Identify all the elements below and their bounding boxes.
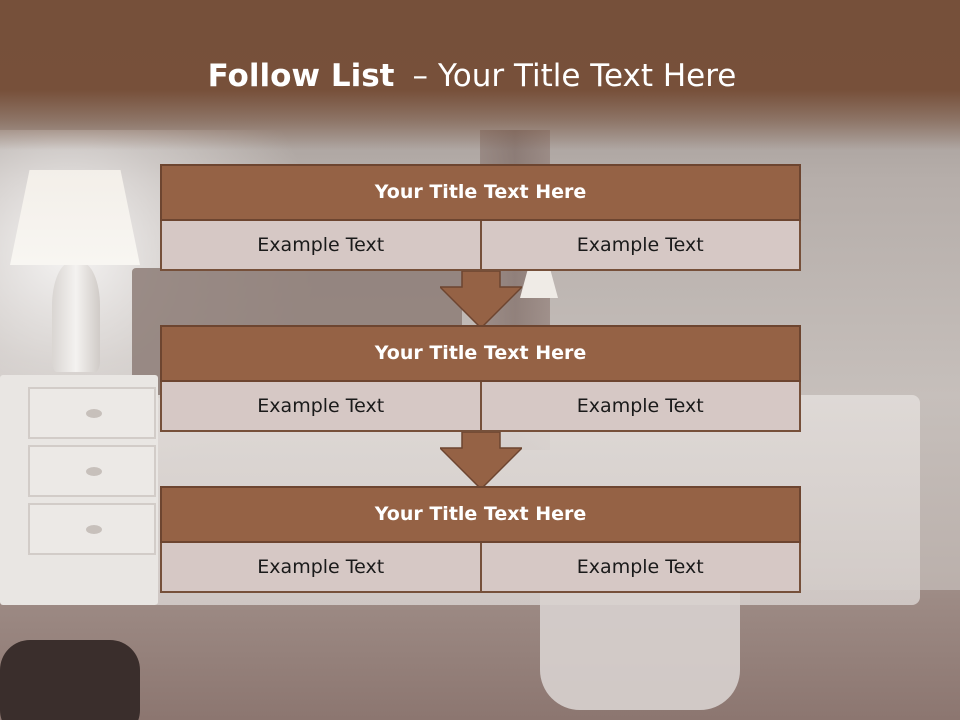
down-arrow-icon <box>440 432 522 490</box>
slide-title: Follow List–Your Title Text Here <box>0 56 944 96</box>
down-arrow-icon <box>440 271 522 329</box>
drawer <box>28 503 156 555</box>
header-band <box>0 0 960 150</box>
block-cell-right: Example Text <box>481 221 801 271</box>
block-cell-left: Example Text <box>160 382 482 432</box>
block-row: Example Text Example Text <box>160 221 801 271</box>
leather-pouf <box>0 640 140 720</box>
block-title: Your Title Text Here <box>160 164 801 221</box>
floor <box>0 590 960 720</box>
list-block-2: Your Title Text Here Example Text Exampl… <box>160 325 801 432</box>
block-cell-right: Example Text <box>481 382 801 432</box>
list-block-3: Your Title Text Here Example Text Exampl… <box>160 486 801 593</box>
lamp-shade <box>10 170 140 265</box>
block-row: Example Text Example Text <box>160 543 801 593</box>
lamp-base <box>52 262 100 372</box>
title-bold: Follow List <box>207 58 395 94</box>
block-cell-right: Example Text <box>481 543 801 593</box>
block-row: Example Text Example Text <box>160 382 801 432</box>
block-cell-left: Example Text <box>160 543 482 593</box>
block-cell-left: Example Text <box>160 221 482 271</box>
list-block-1: Your Title Text Here Example Text Exampl… <box>160 164 801 271</box>
block-title: Your Title Text Here <box>160 325 801 382</box>
nightstand <box>0 375 158 605</box>
drawer <box>28 445 156 497</box>
title-rest: Your Title Text Here <box>437 58 737 94</box>
block-title: Your Title Text Here <box>160 486 801 543</box>
title-dash: – <box>412 58 428 94</box>
drawer <box>28 387 156 439</box>
